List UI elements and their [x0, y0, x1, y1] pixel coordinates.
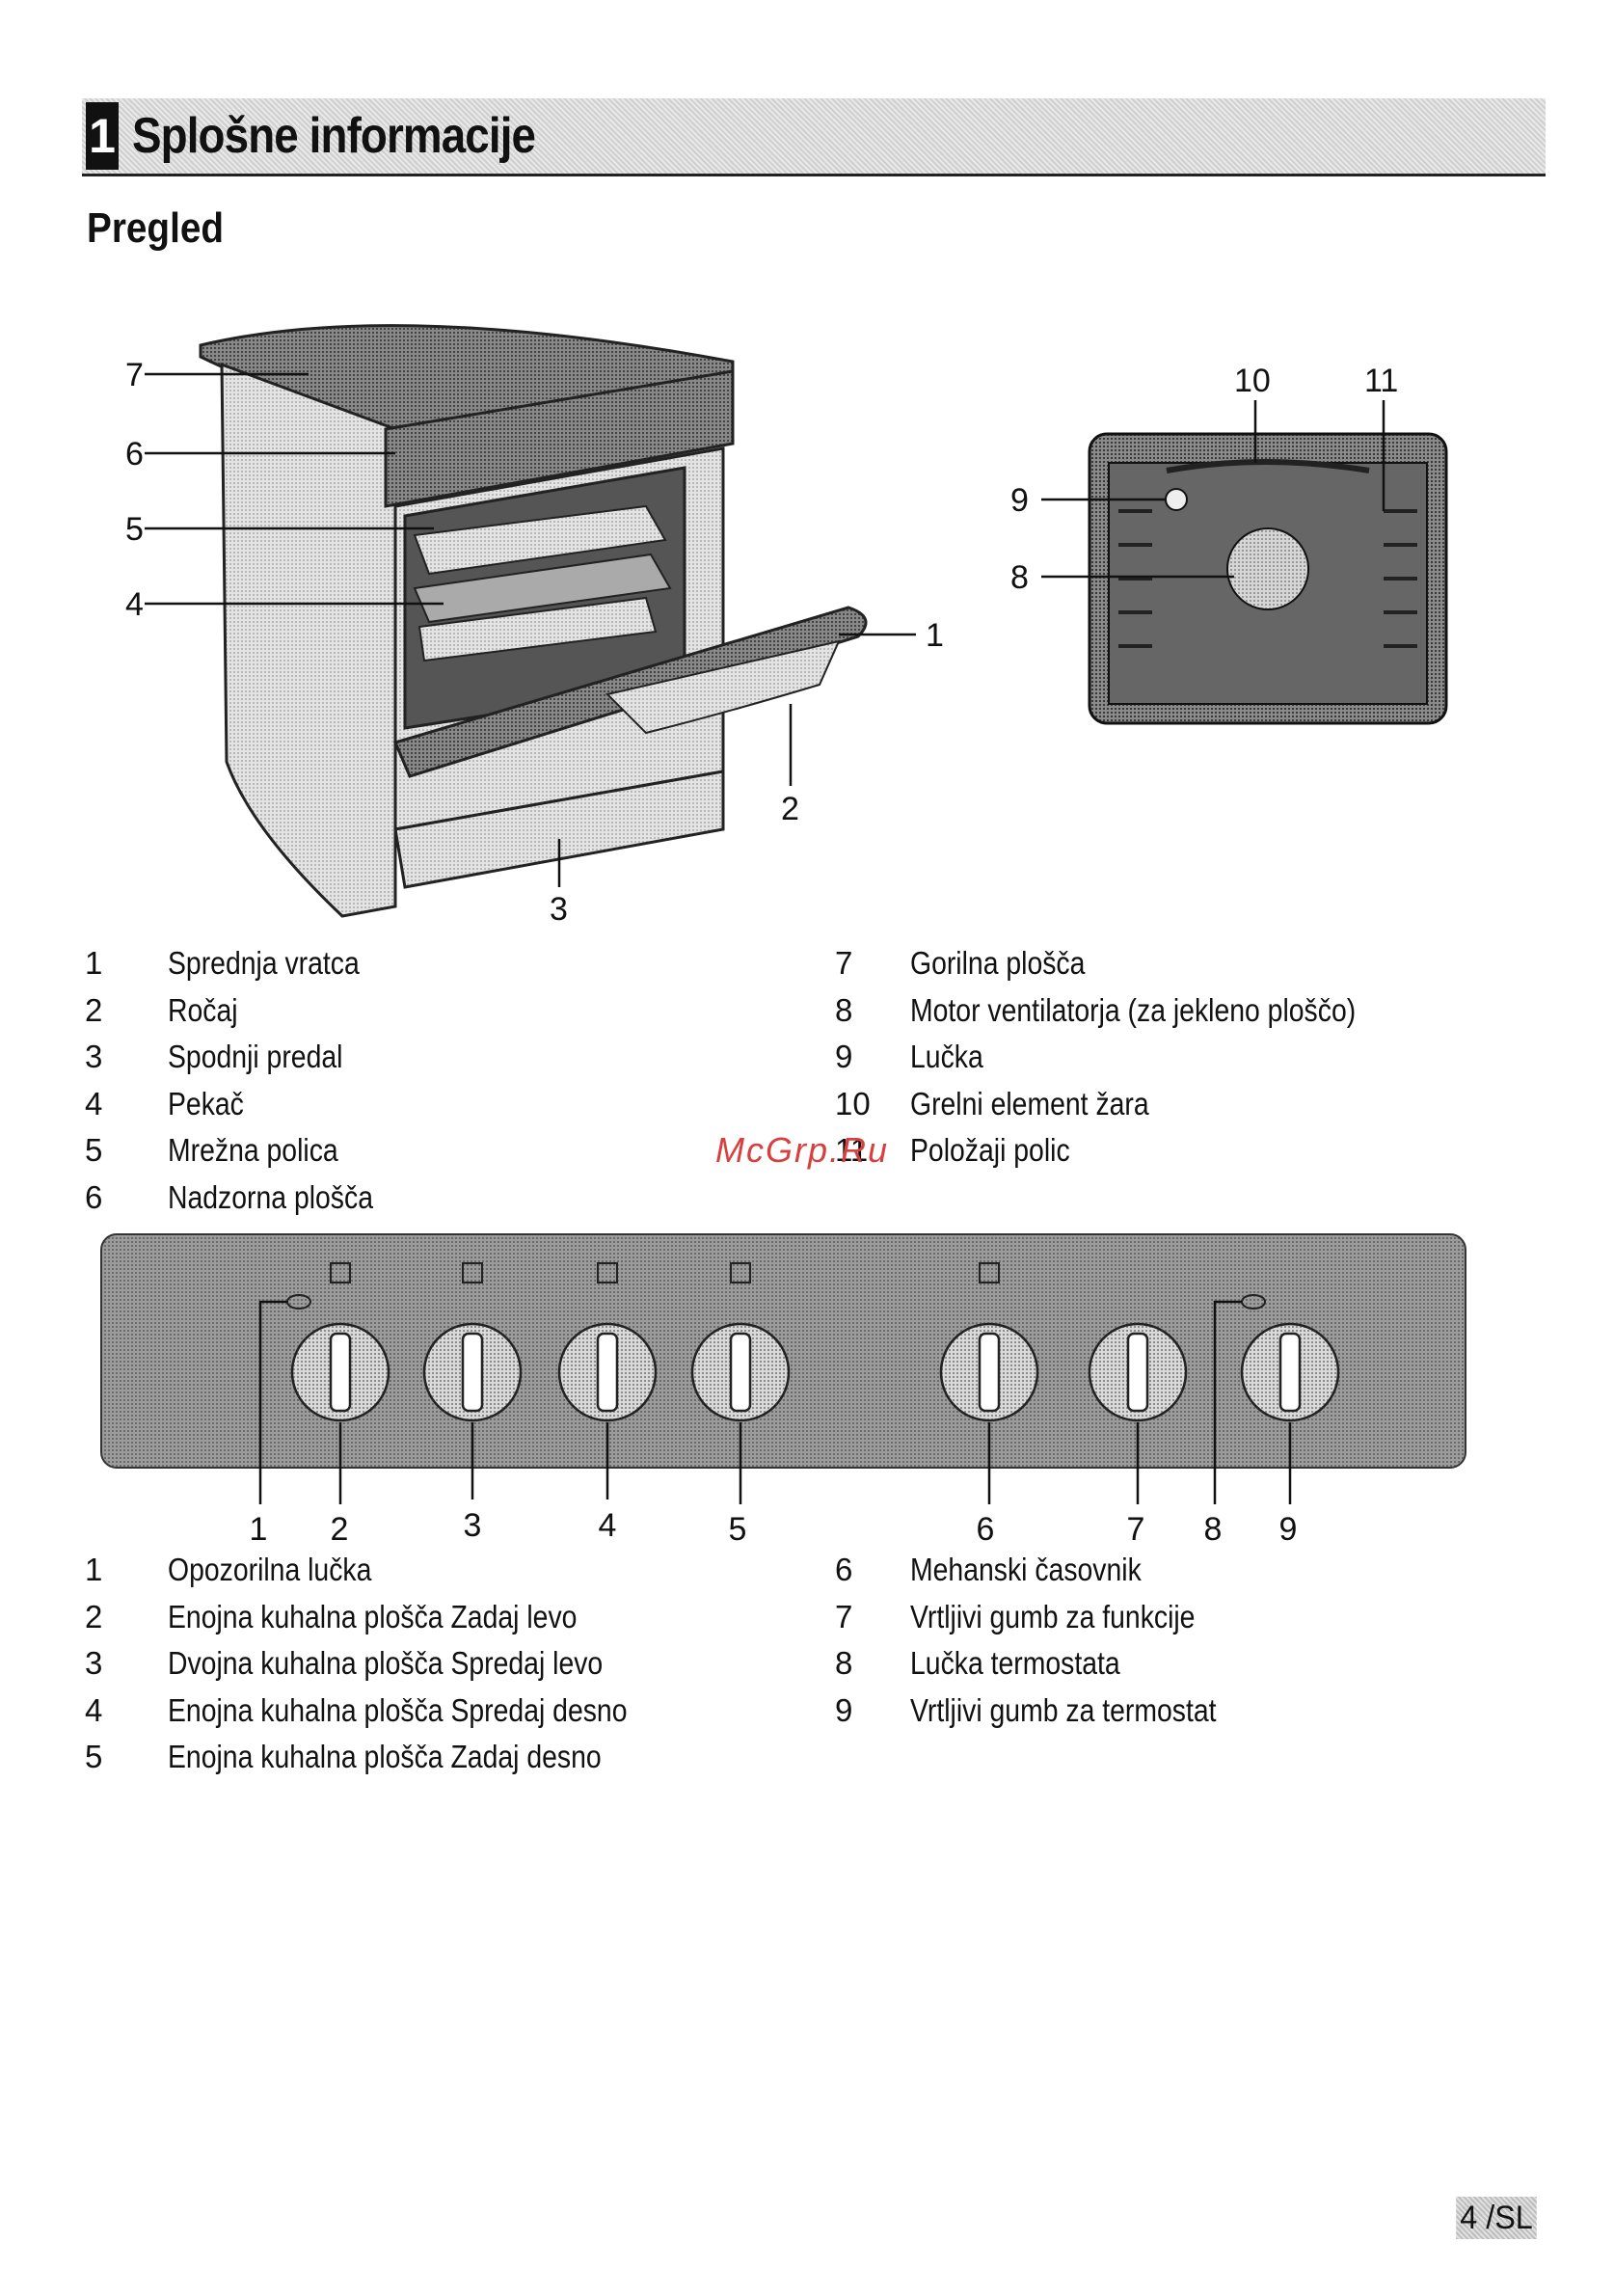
panel-callout-6: 6 [977, 1511, 995, 1548]
panel-callout-9: 9 [1279, 1511, 1298, 1548]
panel-callout-8: 8 [1204, 1511, 1223, 1548]
cavity-callout-10: 10 [1234, 363, 1271, 399]
cavity-callout-11: 11 [1364, 363, 1398, 399]
oven-callout-2: 2 [781, 791, 799, 827]
panel-callout-5: 5 [729, 1511, 747, 1548]
section-title: Splošne informacije [132, 108, 536, 164]
oven-callout-6: 6 [125, 436, 144, 473]
page-number: 4 /SL [1456, 2197, 1537, 2239]
cavity-illustration: 9 8 10 11 [1010, 363, 1448, 725]
cavity-callout-9: 9 [1010, 482, 1029, 519]
panel-callout-3: 3 [464, 1507, 482, 1544]
panel-callout-4: 4 [599, 1507, 617, 1544]
cavity-callout-8: 8 [1010, 559, 1029, 596]
oven-callout-7: 7 [125, 357, 144, 393]
subsection-title: Pregled [87, 204, 225, 252]
oven-callout-3: 3 [550, 891, 568, 926]
panel-callout-2: 2 [331, 1511, 349, 1548]
panel-callout-7: 7 [1127, 1511, 1145, 1548]
oven-callout-5: 5 [125, 511, 144, 548]
section-number: 1 [86, 102, 119, 170]
oven-callout-1: 1 [926, 617, 944, 654]
oven-callout-4: 4 [125, 586, 144, 623]
watermark: McGrp.Ru [715, 1130, 890, 1170]
control-panel-illustration: 1 2 3 4 5 6 7 8 9 [100, 1233, 1466, 1548]
section-header: 1 Splošne informacije [82, 98, 1546, 176]
oven-illustration: 7 6 5 4 1 2 3 [125, 324, 944, 926]
panel-callout-1: 1 [250, 1511, 268, 1548]
